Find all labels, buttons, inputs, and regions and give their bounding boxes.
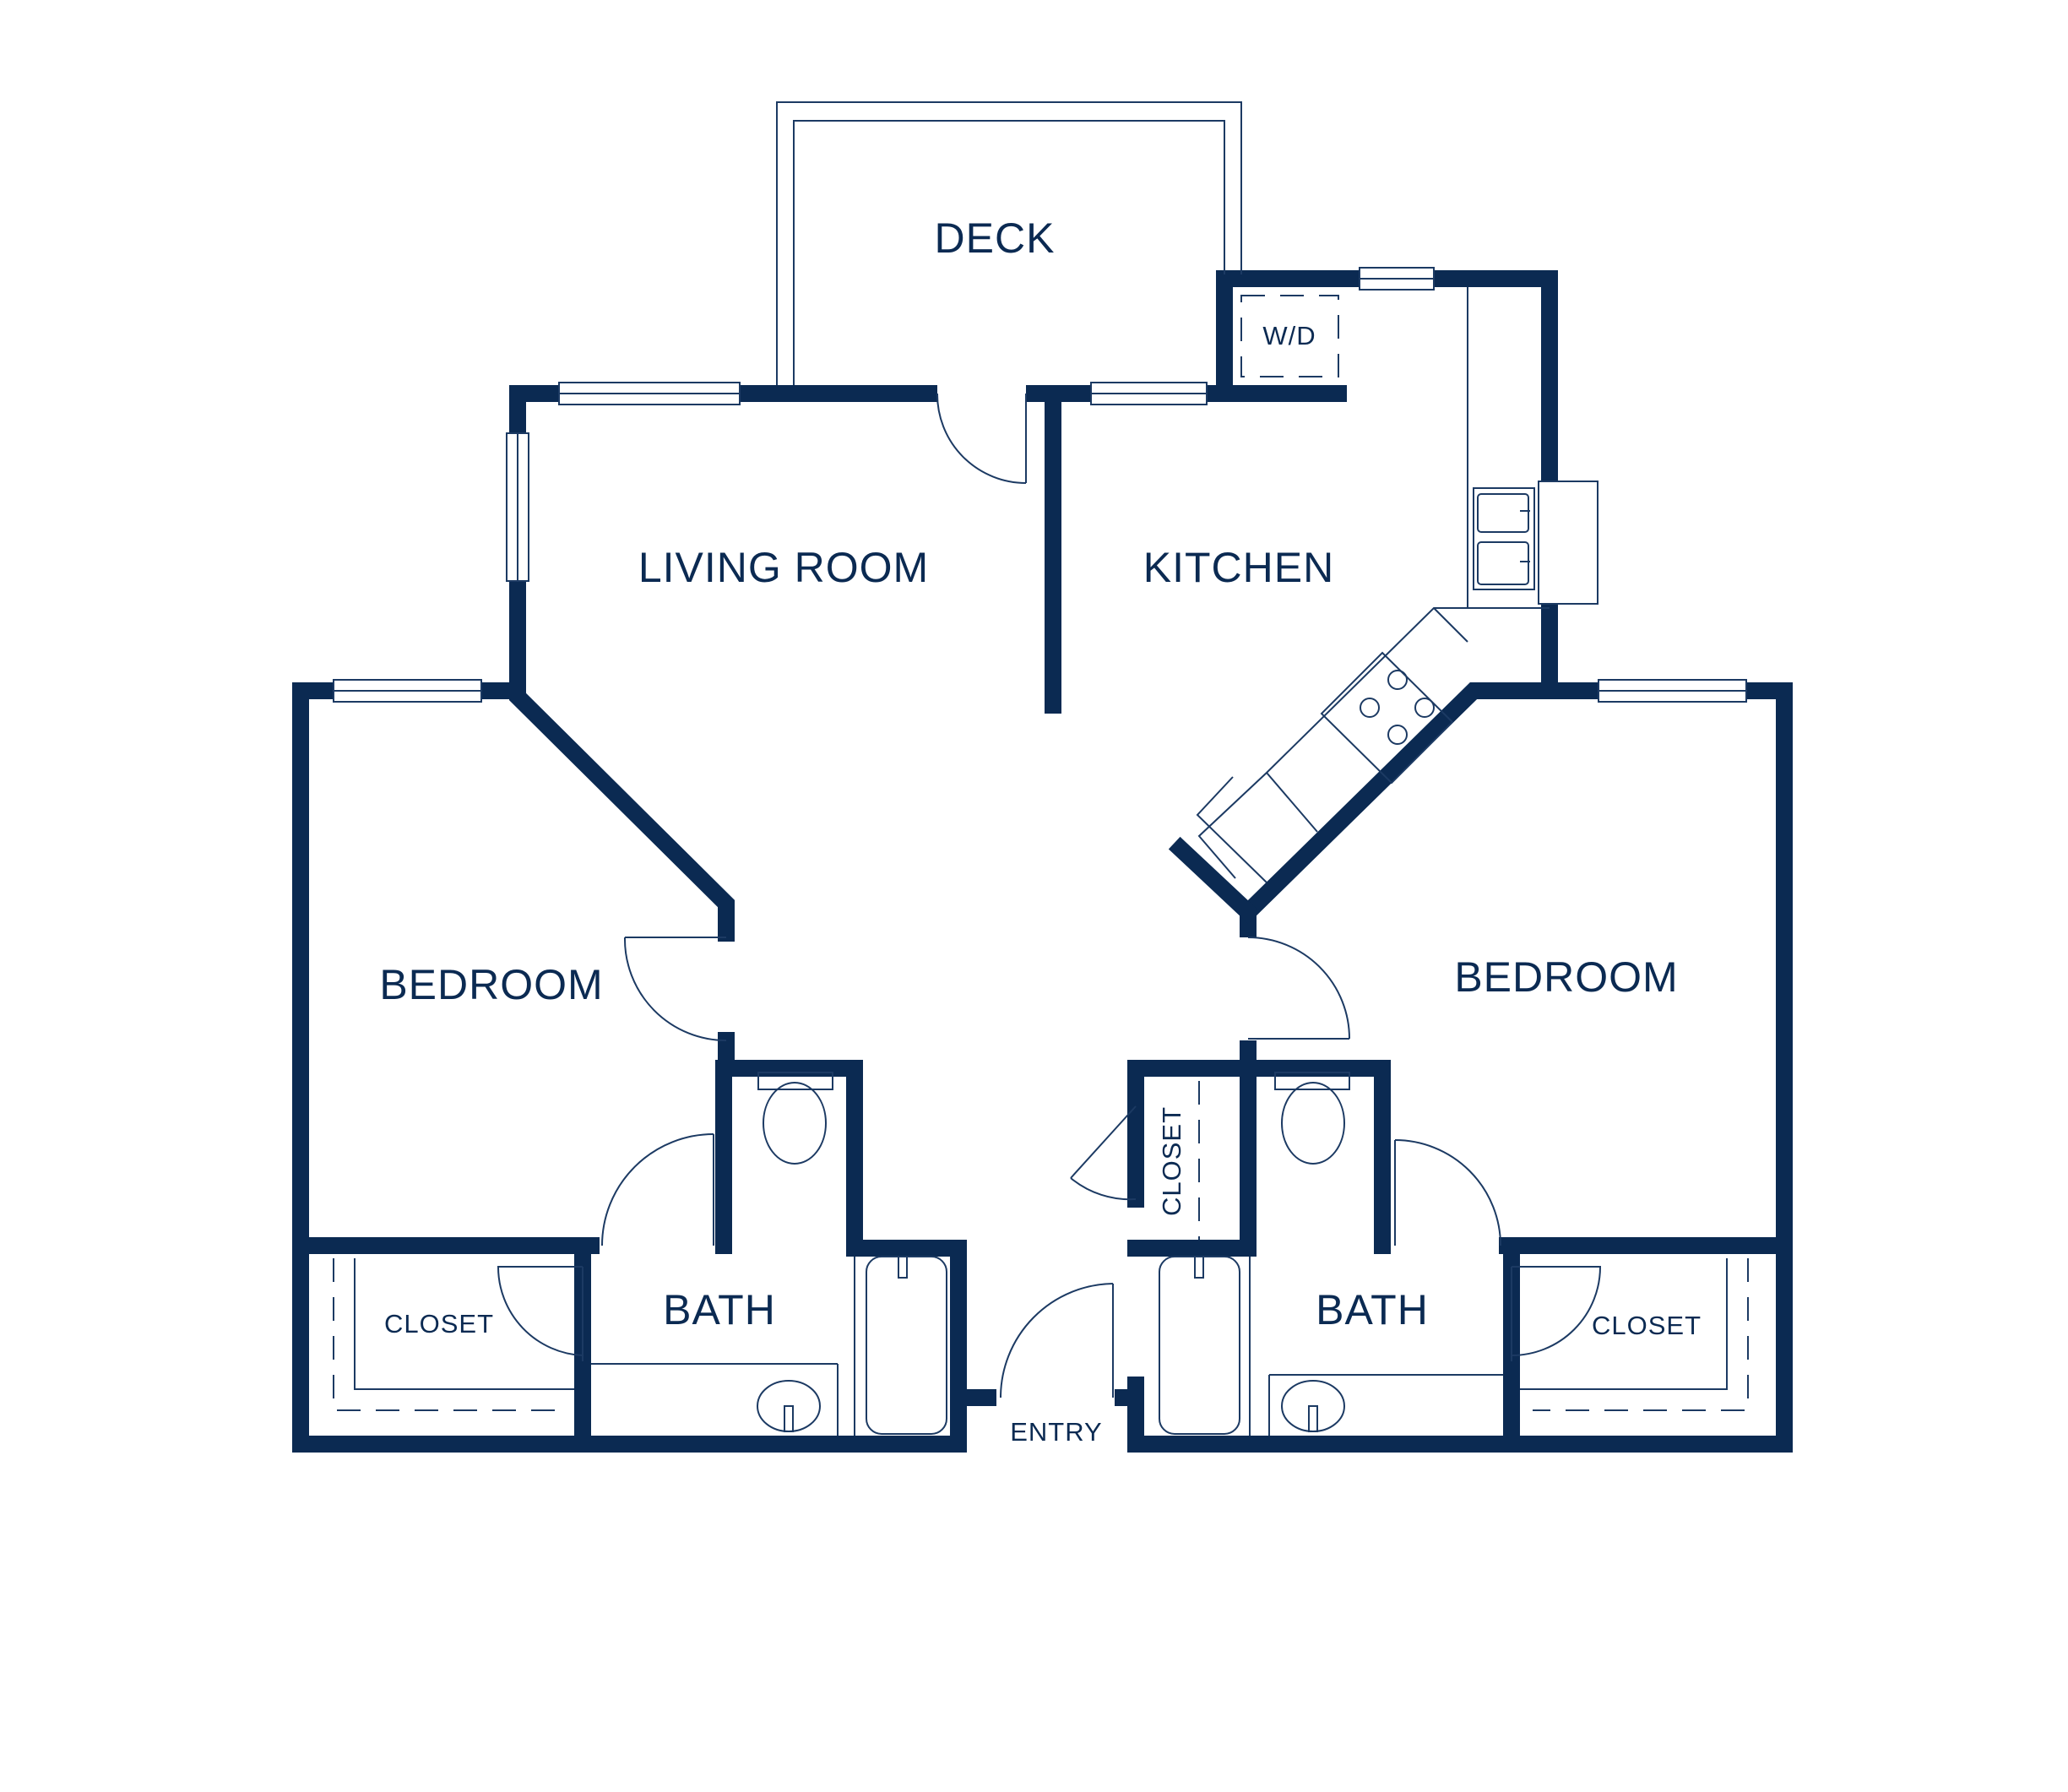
label-closet-right: CLOSET	[1592, 1311, 1702, 1340]
kitchen-fixtures	[1196, 287, 1550, 883]
label-bedroom-left: BEDROOM	[379, 961, 603, 1008]
door-hall-closet-leaf	[1070, 1105, 1137, 1179]
toilet-tank-right	[1274, 1072, 1350, 1090]
stove	[1320, 651, 1454, 785]
room-labels: DECK W/D LIVING ROOM KITCHEN BEDROOM BED…	[379, 214, 1702, 1447]
kitchen-counter	[1197, 287, 1468, 879]
windows	[333, 267, 1747, 703]
label-wd: W/D	[1262, 321, 1316, 350]
door-bath-right-swing	[1394, 1139, 1501, 1246]
closet-shelves	[333, 295, 1749, 1411]
door-closet-right-swing	[1511, 1266, 1602, 1356]
label-deck: DECK	[935, 214, 1056, 262]
deck	[776, 101, 1242, 385]
kitchen-sink-top	[1477, 493, 1529, 533]
label-bath-left: BATH	[663, 1286, 776, 1333]
wall-bedroom-right-diag	[1240, 682, 1603, 937]
fridge	[1196, 776, 1267, 883]
kitchen-sink-bottom	[1477, 541, 1529, 585]
label-bedroom-right: BEDROOM	[1454, 953, 1678, 1001]
label-kitchen: KITCHEN	[1143, 544, 1334, 591]
deck-railing-inner	[793, 120, 1225, 385]
stove-burner-icon	[1387, 725, 1408, 745]
stove-burner-icon	[1414, 698, 1435, 718]
deck-railing-outer	[776, 101, 1242, 385]
closet-left-rod	[354, 1258, 574, 1390]
window-kitchen-right	[1538, 481, 1598, 605]
door-bedroom-right-swing	[1247, 937, 1350, 1040]
door-entry-swing	[1000, 1283, 1114, 1398]
door-deck-swing	[936, 393, 1027, 484]
stove-burner-icon	[1360, 698, 1380, 718]
doors	[497, 393, 1602, 1398]
wall-hall-closet	[1127, 1060, 1257, 1257]
label-closet-hall: CLOSET	[1157, 1106, 1186, 1216]
tub-left	[866, 1256, 947, 1435]
door-closet-left-swing	[497, 1266, 583, 1356]
toilet-right	[1281, 1082, 1345, 1165]
wd-area	[1240, 295, 1339, 377]
stove-burner-icon	[1387, 670, 1408, 690]
wall-living-top-left	[509, 385, 735, 942]
toilet-left	[763, 1082, 827, 1165]
wall-bath-right-top	[1240, 1060, 1391, 1254]
door-bedroom-left-swing	[623, 937, 727, 1041]
bath-fixtures	[591, 1072, 1503, 1436]
label-bath-right: BATH	[1316, 1286, 1429, 1333]
label-entry: ENTRY	[1010, 1417, 1103, 1447]
door-hall-closet-swing	[1070, 1177, 1137, 1201]
kitchen-sink-basin	[1473, 487, 1535, 590]
closet-right-rod	[1520, 1258, 1728, 1390]
label-closet-left: CLOSET	[384, 1309, 494, 1339]
tub-right	[1159, 1256, 1240, 1435]
label-living-room: LIVING ROOM	[638, 544, 929, 591]
closet-left-shelf	[333, 1258, 557, 1411]
wall-bedroom-left-outer	[292, 682, 967, 1453]
wall-kitchen-island-diag	[1168, 836, 1261, 925]
closet-right-shelf	[1533, 1258, 1749, 1411]
toilet-tank-left	[757, 1072, 833, 1090]
door-bath-left-swing	[601, 1133, 714, 1246]
